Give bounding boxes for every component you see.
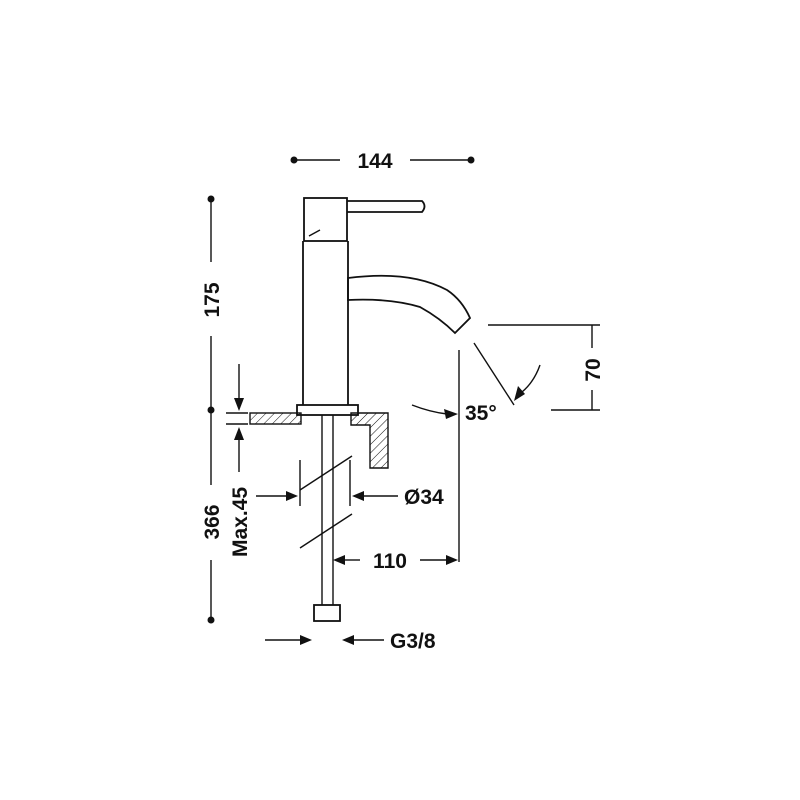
dim-hole-diameter: Ø34	[256, 460, 444, 509]
dim-height-total-label: 175	[201, 282, 224, 317]
faucet-base	[296, 404, 359, 416]
dim-width-total-label: 144	[357, 150, 392, 173]
dim-spout-height-label: 70	[582, 358, 605, 381]
dim-reach-label: 110	[373, 550, 407, 573]
dim-spout-angle-label: 35°	[465, 402, 497, 425]
dim-connection: G3/8	[265, 630, 436, 653]
dim-total-length: 366	[201, 410, 224, 624]
dim-reach: 110	[333, 350, 460, 573]
dim-width-total: 144	[290, 150, 475, 173]
dim-hole-diameter-label: Ø34	[404, 486, 444, 509]
countertop-section	[249, 412, 389, 469]
dim-total-length-label: 366	[201, 504, 224, 539]
faucet-lever	[347, 200, 426, 213]
faucet-spout	[347, 274, 472, 335]
faucet-body	[296, 197, 472, 416]
dim-max-thickness-label: Max.45	[229, 487, 252, 557]
dim-spout-angle: 35°	[411, 342, 541, 425]
supply-hose	[299, 415, 353, 622]
dim-spout-height: 70	[488, 324, 605, 411]
dim-height-total: 175	[201, 195, 224, 414]
faucet-handle-base	[303, 197, 348, 242]
dim-max-thickness: Max.45	[226, 364, 252, 557]
dim-connection-label: G3/8	[390, 630, 436, 653]
